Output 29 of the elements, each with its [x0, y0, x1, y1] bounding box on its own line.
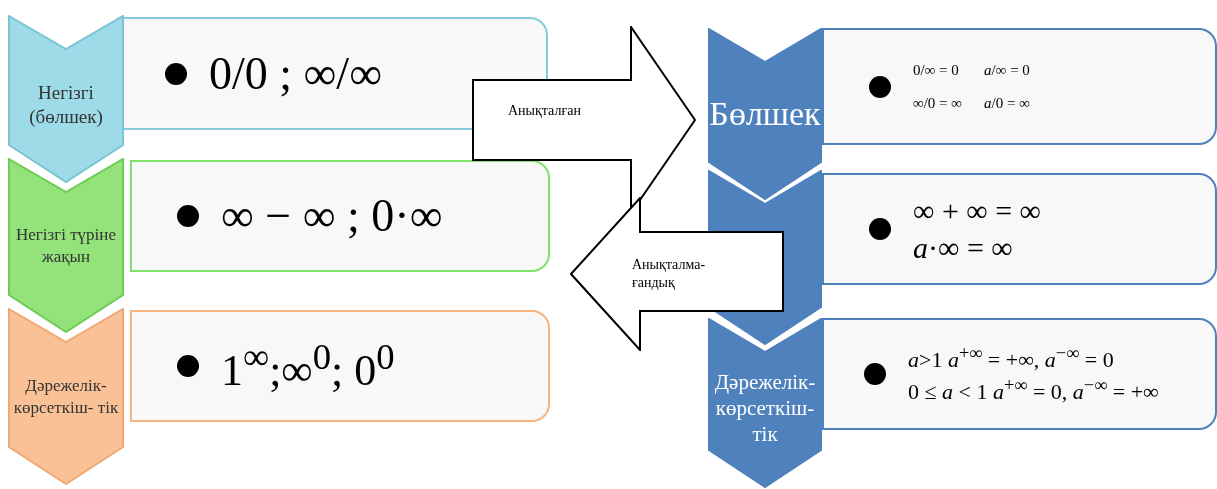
formula-panel: [822, 318, 1217, 430]
chevron-step: [8, 158, 124, 333]
formula-text: a·∞ = ∞: [913, 230, 1014, 266]
step-label: Дәрежелік- көрсеткіш- тік: [12, 375, 120, 418]
chevron-step: [708, 318, 822, 488]
formula-text: 0 ≤ a < 1 a$^{+∞}$ = 0, a$^{−∞}$ = +∞: [908, 374, 1159, 406]
formula-text: ∞ − ∞ ; 0·∞: [221, 189, 443, 244]
chevron-step: [8, 308, 124, 485]
block-arrow: [570, 197, 784, 351]
arrow-label: Анықталма- ғандық: [632, 255, 707, 292]
formula-text: a>1 a$^{+∞}$ = +∞, a$^{−∞}$ = 0: [908, 342, 1115, 374]
formula-text: 1$^{∞}$;∞$^{0}$; 0$^{0}$: [221, 335, 395, 397]
formula-text: a/∞ = 0: [984, 60, 1030, 80]
formula-text: ∞/0 = ∞: [913, 93, 962, 113]
formula-panel: [130, 310, 550, 422]
formula-text: a/0 = ∞: [984, 93, 1030, 113]
formula-panel: [822, 173, 1217, 285]
arrow-label: Анықталған: [508, 101, 581, 120]
step-label: Негізгі (бөлшек): [28, 81, 104, 129]
formula-panel: [822, 28, 1217, 145]
chevron-step: [708, 28, 822, 200]
chevron-step: [8, 15, 124, 183]
formula-panel: [130, 160, 550, 272]
step-label: Дәрежелік- көрсеткіш- тік: [713, 368, 817, 448]
step-label: Бөлшек: [709, 93, 821, 134]
formula-text: ∞ + ∞ = ∞: [913, 192, 1041, 229]
formula-text: 0/∞ = 0: [913, 60, 960, 80]
step-label: Негізгі түріне жақын: [15, 224, 117, 267]
formula-text: 0/0 ; ∞/∞: [209, 46, 382, 101]
